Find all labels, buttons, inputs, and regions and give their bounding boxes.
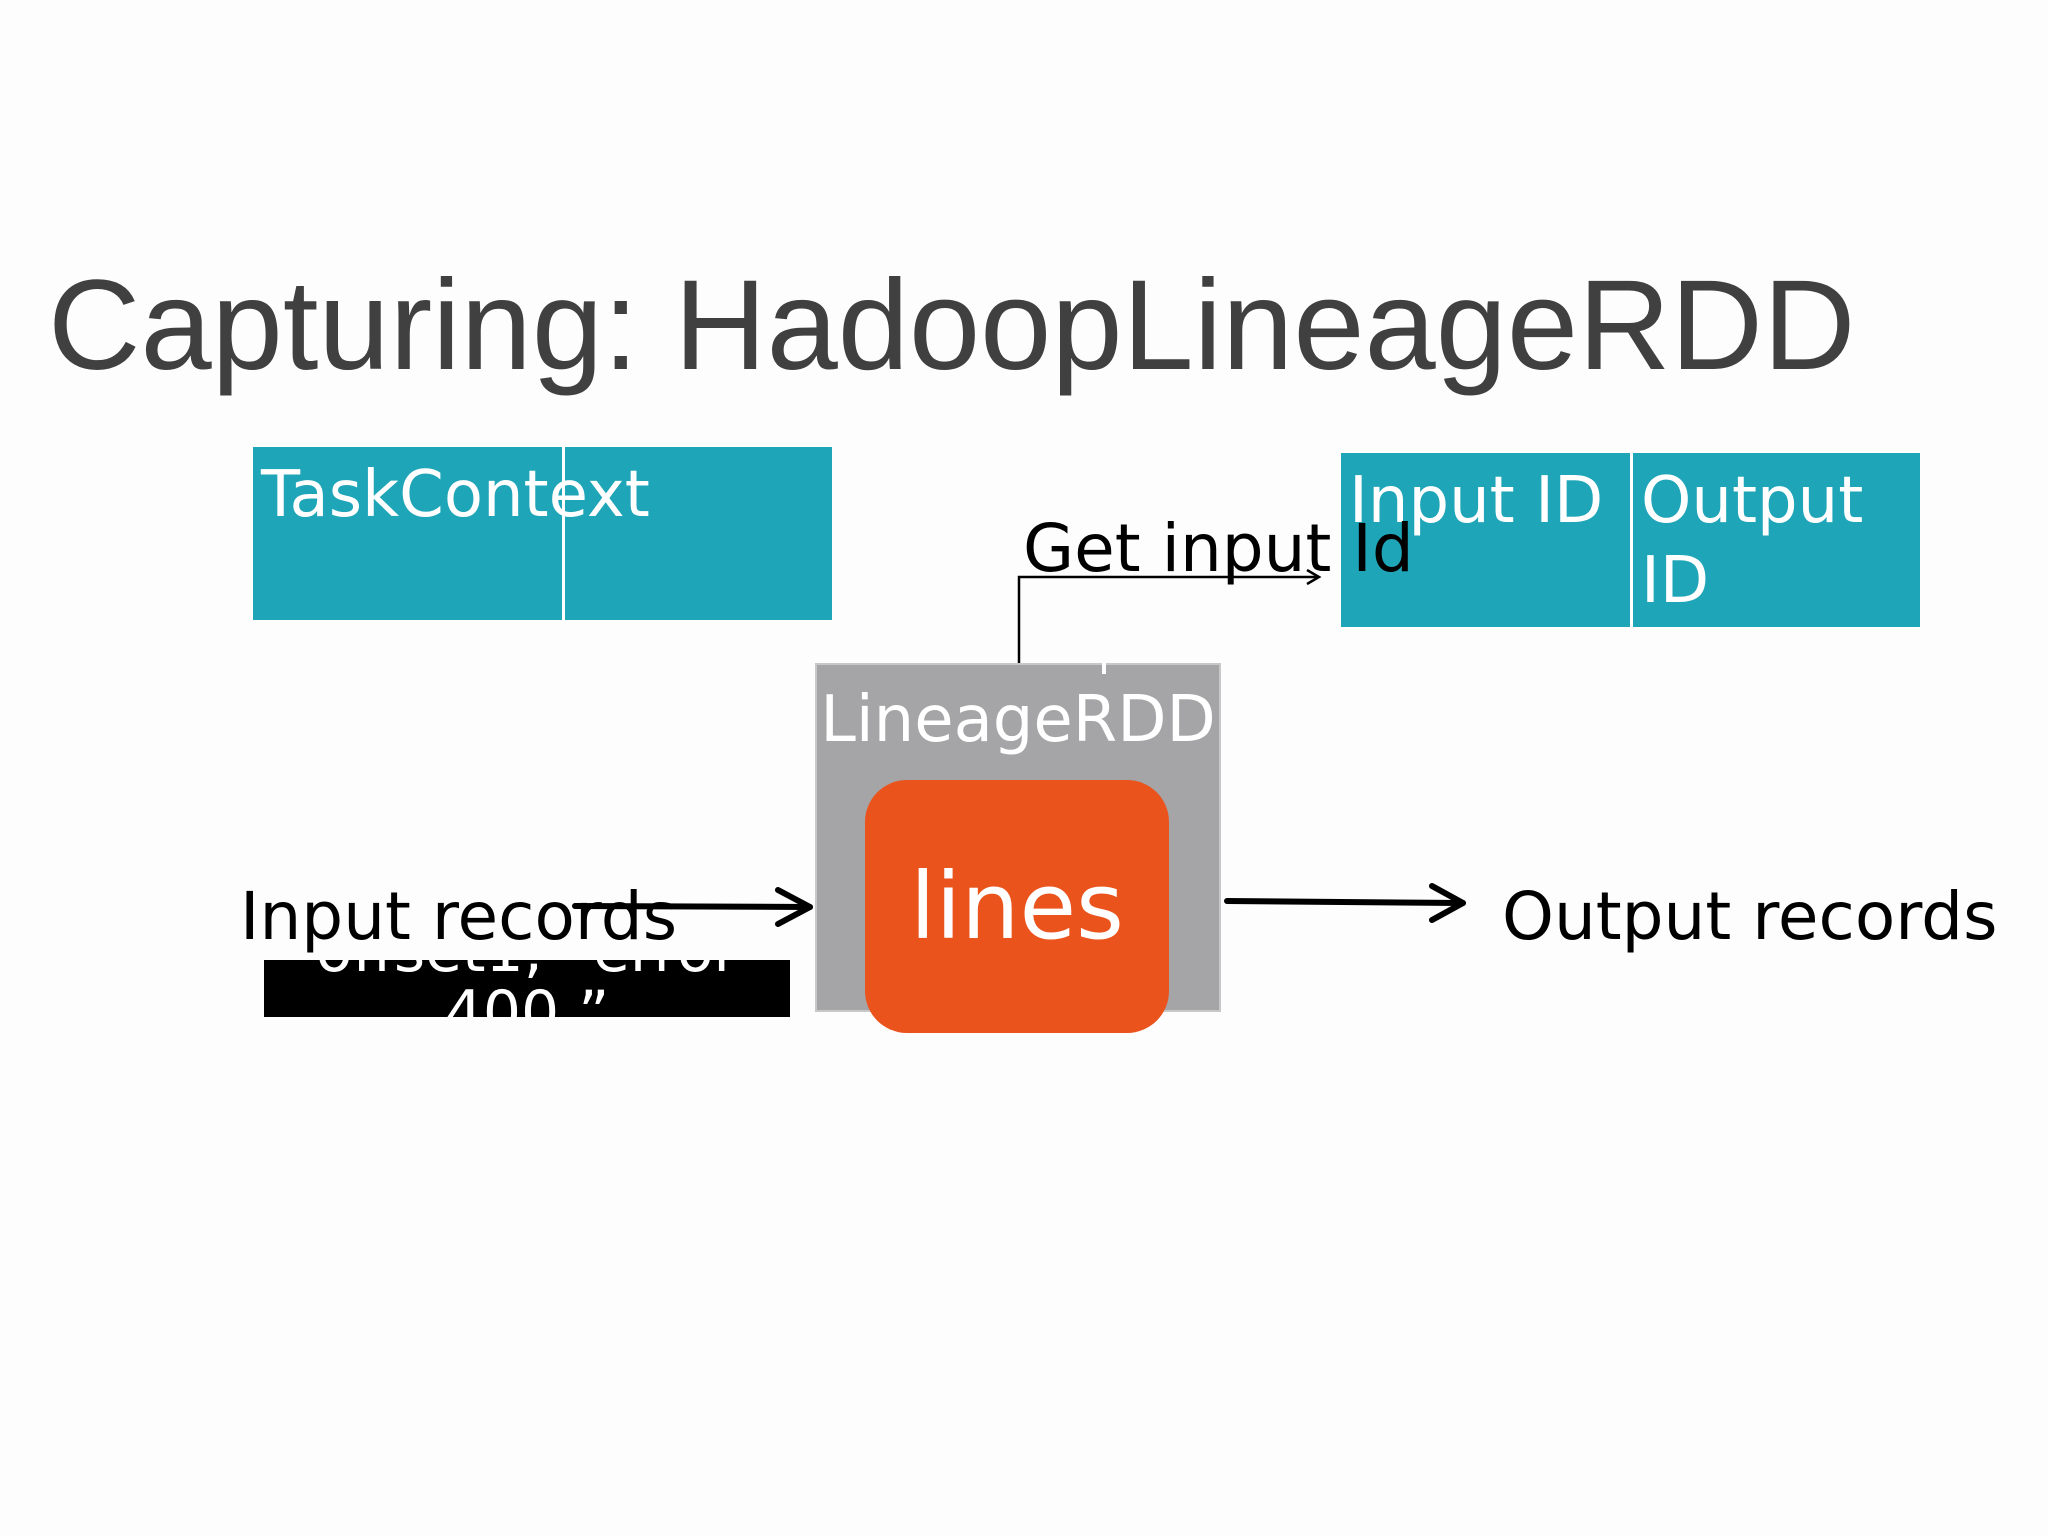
lineage-rdd-label: LineageRDD: [820, 683, 1216, 757]
get-input-id-arrow: [1017, 568, 1322, 663]
empty-cell: [562, 447, 832, 620]
record-line-1: offset1, “error: [264, 960, 790, 982]
id-table: Input ID Output ID: [1341, 453, 1920, 627]
output-id-cell: Output ID: [1630, 453, 1920, 627]
input-id-cell: Input ID: [1349, 464, 1604, 538]
get-input-id-label: Get input Id: [1023, 510, 1414, 587]
task-context-table: TaskContext: [253, 447, 832, 620]
record-box: offset1, “error 400 ”: [264, 960, 790, 1017]
output-arrow: [1224, 883, 1466, 923]
input-records-label: Input records: [240, 878, 678, 955]
output-records-label: Output records: [1502, 878, 1998, 955]
slide-title: Capturing: HadoopLineageRDD: [48, 254, 1856, 397]
lines-label: lines: [910, 853, 1124, 960]
record-line-2: 400 ”: [444, 978, 610, 1017]
input-arrow: [572, 887, 813, 927]
lines-rdd-box: lines: [865, 780, 1169, 1033]
